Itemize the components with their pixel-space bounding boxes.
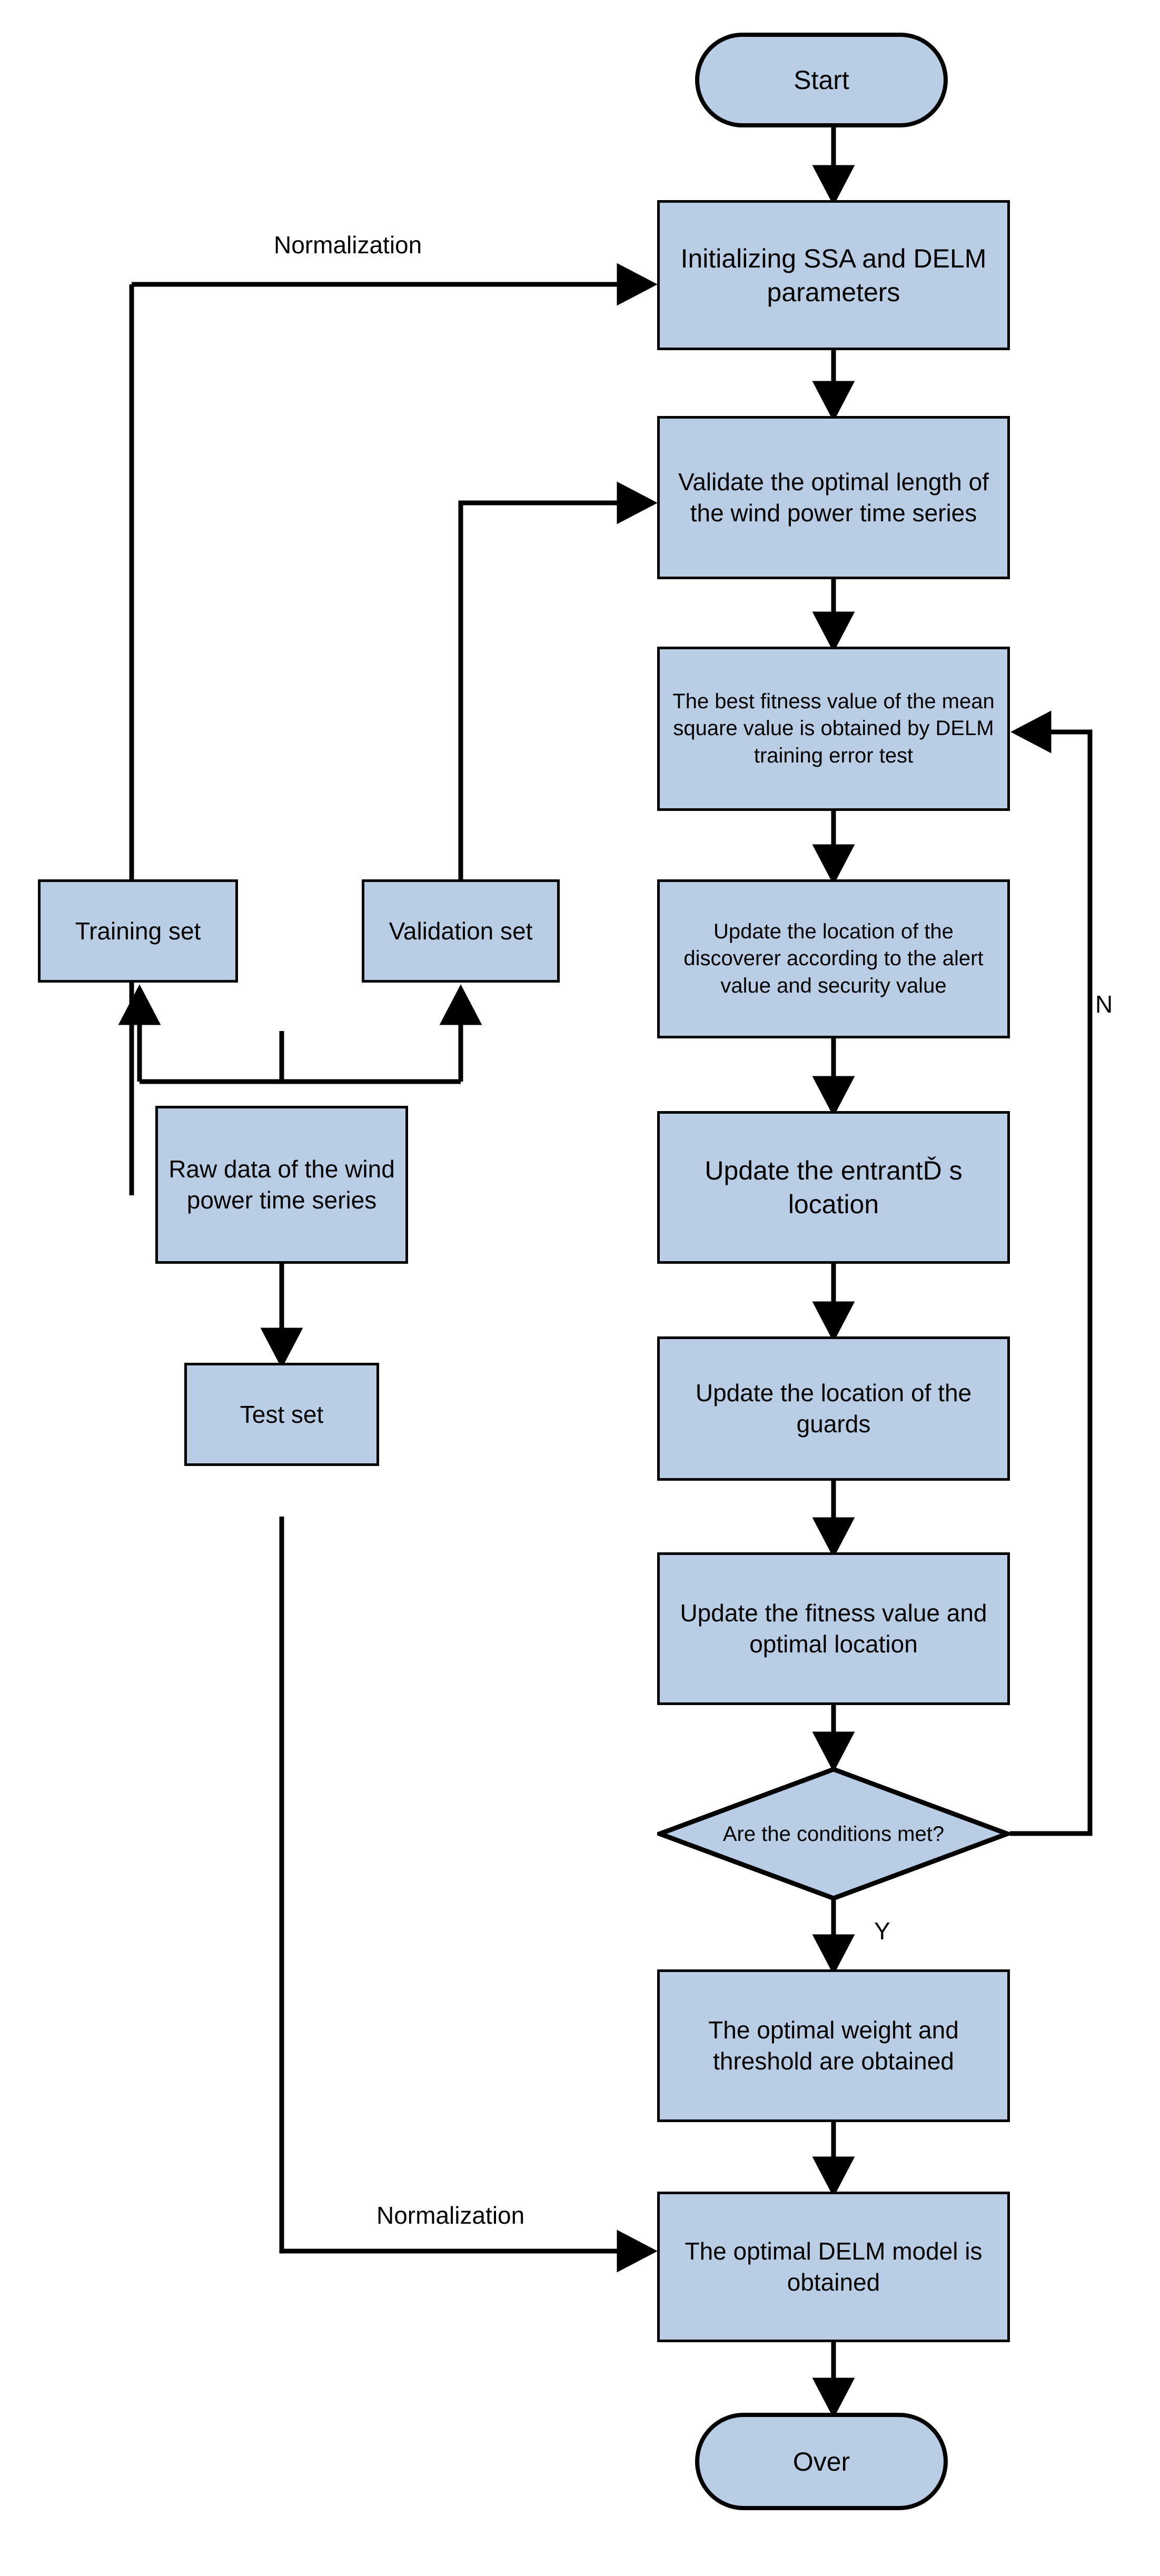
node-test-set[interactable]: Test set xyxy=(184,1363,379,1466)
node-validation-set[interactable]: Validation set xyxy=(362,879,560,983)
node-update-discoverer-location[interactable]: Update the location of the discoverer ac… xyxy=(657,879,1010,1038)
node-optimal-weight-threshold[interactable]: The optimal weight and threshold are obt… xyxy=(657,1969,1010,2122)
node-update-guards-location[interactable]: Update the location of the guards xyxy=(657,1336,1010,1481)
node-start[interactable]: Start xyxy=(695,33,948,127)
node-decision-label: Are the conditions met? xyxy=(722,1822,945,1846)
diamond-shape xyxy=(653,1767,1014,1901)
node-update-fitness-optimal-location[interactable]: Update the fitness value and optimal loc… xyxy=(657,1552,1010,1705)
node-initializing-parameters[interactable]: Initializing SSA and DELM parameters xyxy=(657,200,1010,350)
node-optimal-delm-model[interactable]: The optimal DELM model is obtained xyxy=(657,2192,1010,2342)
node-over[interactable]: Over xyxy=(695,2413,948,2510)
node-best-fitness-value[interactable]: The best fitness value of the mean squar… xyxy=(657,647,1010,811)
node-validate-optimal-length[interactable]: Validate the optimal length of the wind … xyxy=(657,416,1010,579)
node-raw-data[interactable]: Raw data of the wind power time series xyxy=(155,1106,408,1264)
node-training-set[interactable]: Training set xyxy=(38,879,238,983)
edge-label-normalization-top: Normalization xyxy=(274,231,422,259)
node-update-entrant-location[interactable]: Update the entrantĎ s location xyxy=(657,1111,1010,1264)
edge-label-no: N xyxy=(1095,990,1113,1018)
node-decision-conditions-met[interactable]: Are the conditions met? xyxy=(653,1767,1014,1901)
edge-testset-optimalmodel xyxy=(279,1517,658,2273)
edge-label-normalization-bottom: Normalization xyxy=(376,2202,525,2229)
edge-no-loop xyxy=(1010,710,1093,1836)
edge-label-yes: Y xyxy=(874,1917,890,1945)
edge-validation-validate xyxy=(458,481,658,879)
